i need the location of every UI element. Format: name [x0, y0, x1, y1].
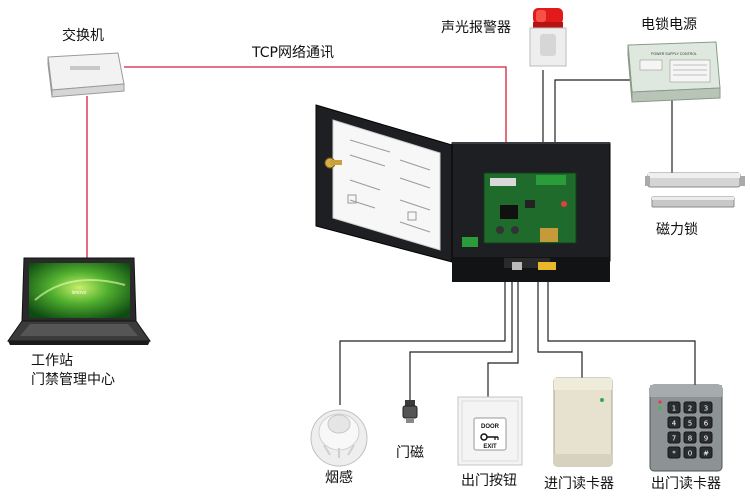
door-contact-label: 门磁 — [396, 445, 424, 461]
keypad-key-8 — [699, 431, 713, 444]
power-supply-label-text: 电锁电源 — [641, 17, 697, 33]
laptop-screen — [29, 263, 130, 318]
keypad-key-label: 0 — [688, 450, 692, 458]
keypad-key-label: 9 — [704, 435, 708, 443]
alarm-label: 声光报警器 — [441, 20, 511, 36]
keypad-key-label: * — [672, 450, 676, 458]
exit-reader-label: 出门读卡器 — [651, 476, 721, 492]
keypad-key-5 — [699, 416, 713, 429]
keypad-key-label: 7 — [672, 435, 676, 443]
door-contact-sensor — [402, 400, 418, 423]
power-supply-label: POWER SUPPLY CONTROL — [651, 52, 697, 56]
controller-to-doorcontact-line — [409, 266, 513, 400]
signal-connections — [339, 70, 696, 405]
exit-button-exit-text: EXIT — [483, 444, 497, 450]
lock-power-supply: POWER SUPPLY CONTROL — [627, 41, 721, 103]
controller-to-smoke-line — [339, 266, 506, 405]
exit-card-reader: 1 2 3 4 5 6 7 8 9 * 0 # — [649, 384, 723, 472]
keypad-key-9 — [667, 446, 681, 459]
controller-to-reader-out-line — [547, 266, 696, 385]
keypad-key-label: 8 — [688, 435, 692, 443]
keypad-key-label: 5 — [688, 420, 692, 428]
management-center-label: 门禁管理中心 — [31, 372, 115, 388]
keypad-key-6 — [667, 431, 681, 444]
access-controller-cabinet — [315, 104, 611, 282]
keypad-key-0 — [667, 401, 681, 414]
keypad: 1 2 3 4 5 6 7 8 9 * 0 # — [667, 401, 713, 459]
keypad-key-label: 3 — [704, 405, 708, 413]
keypad-key-10 — [683, 446, 697, 459]
exit-button-label: 出门按钮 — [461, 473, 517, 489]
keypad-key-label: 4 — [672, 420, 677, 428]
exit-button-device: DOOR EXIT — [457, 396, 523, 466]
keypad-key-label: # — [703, 450, 709, 458]
keypad-key-label: 6 — [704, 420, 709, 428]
keypad-key-7 — [683, 431, 697, 444]
keypad-key-2 — [699, 401, 713, 414]
keypad-key-label: 2 — [688, 405, 692, 413]
keypad-key-11 — [699, 446, 713, 459]
strobe-siren-alarm — [529, 8, 567, 67]
key-icon — [480, 433, 499, 441]
network-switch — [47, 52, 125, 98]
keypad-key-4 — [683, 416, 697, 429]
keypad-key-3 — [667, 416, 681, 429]
laptop-brand-text: lenovo — [72, 290, 87, 296]
controller-to-exitbutton-line — [487, 266, 519, 398]
keypad-key-1 — [683, 401, 697, 414]
maglock-label: 磁力锁 — [656, 222, 698, 238]
keypad-key-label: 1 — [672, 405, 676, 413]
tcp-network-label: TCP网络通讯 — [252, 45, 334, 61]
smoke-detector — [310, 409, 368, 467]
smoke-detector-label: 烟感 — [325, 470, 353, 486]
exit-button-door-text: DOOR — [481, 424, 500, 430]
switch-label: 交换机 — [62, 28, 104, 44]
entry-reader-label: 进门读卡器 — [544, 476, 614, 492]
controller-to-reader-in-line — [537, 266, 583, 380]
entry-card-reader — [553, 377, 613, 467]
workstation-label: 工作站 — [31, 353, 73, 369]
magnetic-lock — [645, 172, 745, 208]
laptop-workstation: lenovo — [7, 257, 151, 345]
